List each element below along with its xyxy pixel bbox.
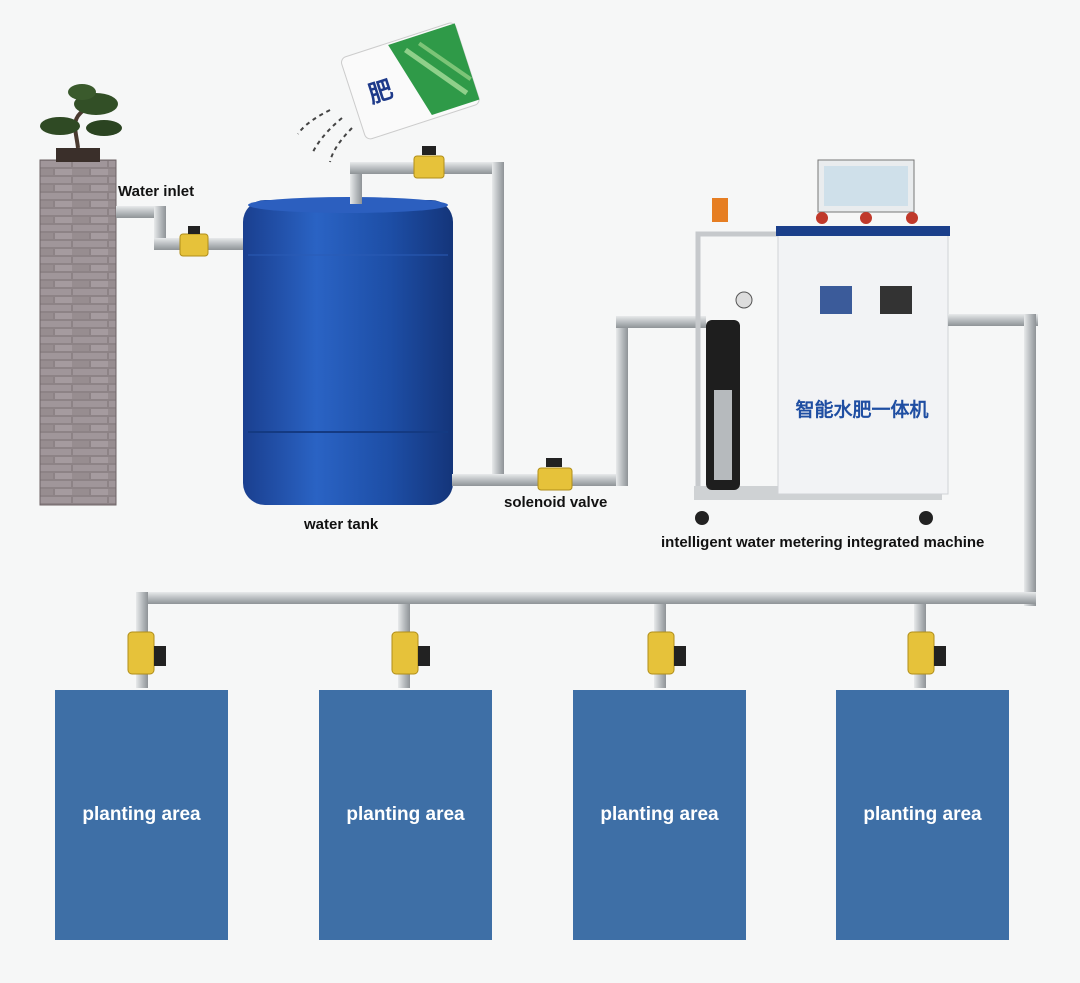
machine-panel-text: 智能水肥一体机 (795, 398, 928, 421)
pouring-lines (297, 109, 353, 163)
planting-area-2[interactable]: planting area (319, 690, 492, 940)
planting-area-label: planting area (600, 804, 719, 825)
valve-icon[interactable] (391, 631, 430, 675)
planting-area-label: planting area (346, 804, 465, 825)
water-inlet-label: Water inlet (118, 183, 195, 200)
valve-icon[interactable] (179, 226, 209, 257)
integrated-machine (694, 159, 950, 525)
water-tank (243, 197, 453, 505)
brick-wall-icon (39, 159, 117, 506)
planting-area-label: planting area (82, 804, 201, 825)
solenoid-valve-label: solenoid valve (504, 494, 608, 511)
bonsai-tree-icon (40, 84, 122, 162)
planting-area-3[interactable]: planting area (573, 690, 746, 940)
valve-icon[interactable] (127, 631, 166, 675)
planting-area-label: planting area (863, 804, 982, 825)
water-tank-label: water tank (304, 516, 379, 533)
valve-icon[interactable] (647, 631, 686, 675)
valve-icon[interactable] (413, 146, 445, 179)
distribution-pipe (136, 314, 1038, 688)
fertilizer-bag-icon (341, 22, 480, 140)
valve-icon[interactable] (907, 631, 946, 675)
solenoid-valve-icon[interactable] (537, 458, 573, 491)
inlet-pipe (116, 206, 244, 250)
planting-area-1[interactable]: planting area (55, 690, 228, 940)
planting-area-4[interactable]: planting area (836, 690, 1009, 940)
machine-label: intelligent water metering integrated ma… (661, 534, 985, 551)
